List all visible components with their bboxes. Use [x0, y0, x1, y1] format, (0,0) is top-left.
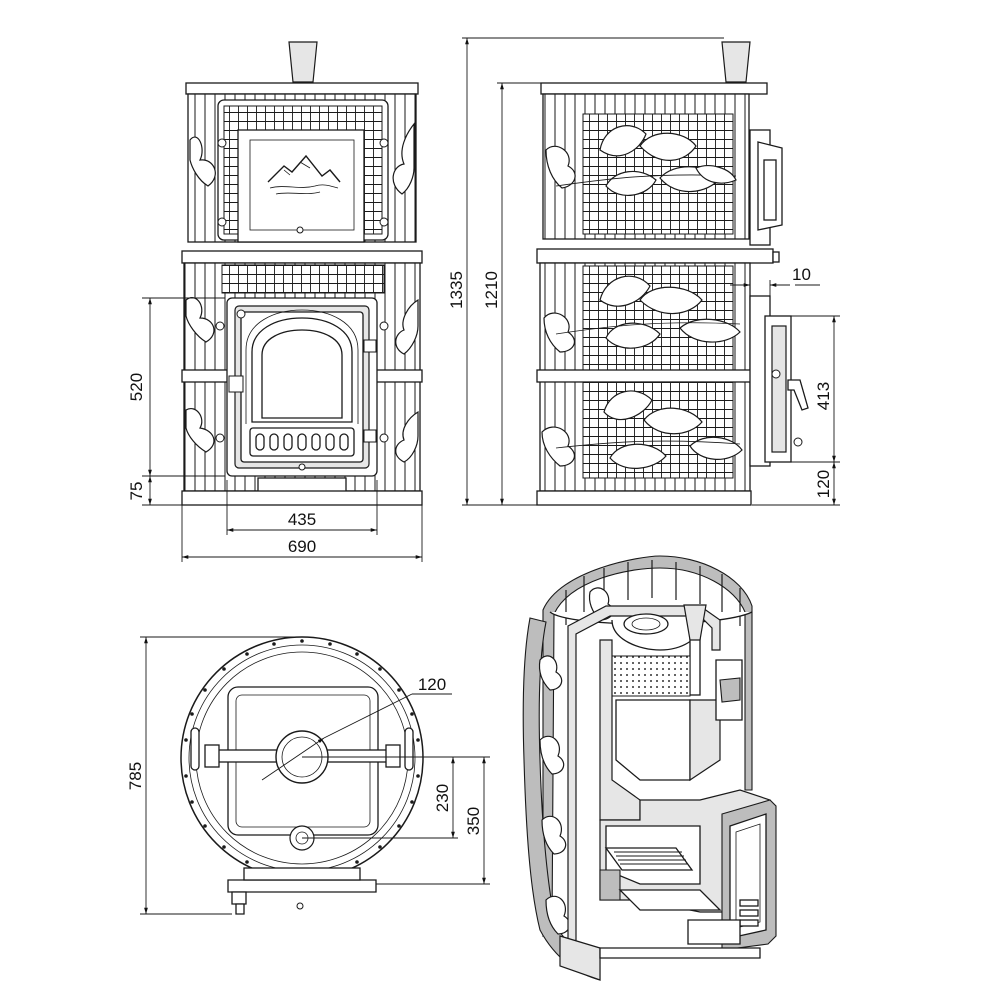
dim-75-label: 75 — [127, 482, 146, 501]
dim-1210-label: 1210 — [482, 271, 501, 309]
flue-opening — [623, 613, 669, 635]
mountain-icon — [267, 154, 341, 195]
top-cap — [185, 82, 419, 95]
chimney-pipe — [721, 41, 751, 83]
perforated-panel — [611, 655, 691, 697]
dim-10-label: 10 — [792, 265, 811, 284]
firebox-door-cut — [721, 799, 777, 951]
oak-leaf-ornament-icon — [541, 275, 743, 469]
base-plate — [181, 490, 423, 506]
cutaway-view — [522, 555, 777, 981]
dim-350-label: 350 — [464, 807, 483, 835]
dim-690-label: 690 — [288, 537, 316, 556]
oak-leaf-ornament-icon — [538, 587, 614, 935]
dim-520-label: 520 — [127, 373, 146, 401]
dim-413-label: 413 — [814, 382, 833, 410]
front-view: 520 75 435 690 — [127, 41, 423, 562]
top-view: 785 120 230 350 — [126, 636, 490, 915]
dim-120-side-label: 120 — [814, 470, 833, 498]
ash-vent — [249, 427, 355, 457]
dim-435-label: 435 — [288, 510, 316, 529]
dim-230-label: 230 — [433, 784, 452, 812]
side-view: 1335 1210 10 413 120 — [447, 37, 840, 506]
leaf-ornament-icon — [189, 122, 415, 195]
dim-1335-label: 1335 — [447, 271, 466, 309]
ash-pan — [257, 477, 347, 493]
dim-785-label: 785 — [126, 762, 145, 790]
leaf-ornament-icon — [185, 297, 419, 463]
grate — [604, 847, 694, 871]
decor-plate — [237, 129, 365, 243]
middle-band — [181, 250, 423, 264]
dim-120-top-label: 120 — [418, 675, 446, 694]
chimney-pipe — [288, 41, 318, 83]
door-side-profile — [749, 295, 809, 467]
oak-leaf-ornament-icon — [545, 125, 737, 196]
